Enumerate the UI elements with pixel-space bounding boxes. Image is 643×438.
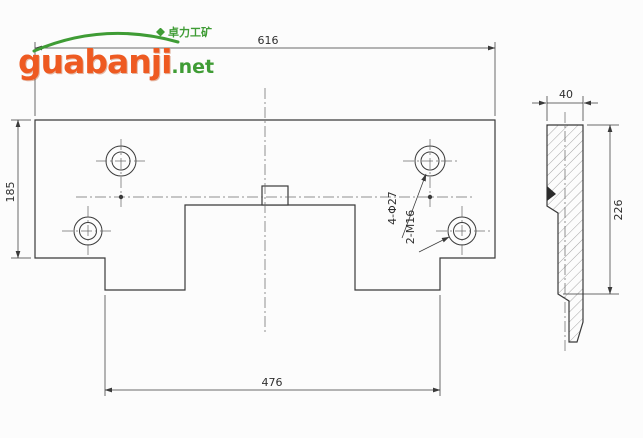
dimension-side-height: 226 <box>563 124 625 295</box>
dimension-top-width: 616 <box>34 34 496 116</box>
center-tab <box>261 185 289 206</box>
leader-line <box>418 236 450 253</box>
logo-swoosh-icon <box>32 31 180 53</box>
dim-476-label: 476 <box>262 376 283 389</box>
side-view: 40 226 <box>532 88 625 352</box>
front-view: 616 185 476 4-Φ27 2-M16 <box>4 34 496 396</box>
logo-tld-text: .net <box>171 56 215 78</box>
leader-line <box>401 173 427 239</box>
dim-226-label: 226 <box>612 200 625 221</box>
hole-inner-circle <box>420 151 440 171</box>
part-outline <box>34 119 496 291</box>
dimension-side-width: 40 <box>532 88 598 121</box>
reference-dot-right <box>427 194 433 200</box>
centerlines <box>62 88 490 334</box>
logo-tagline: 卓力工矿 <box>156 24 212 40</box>
side-notch <box>547 186 556 201</box>
reference-dot-left <box>118 194 124 200</box>
dim-616-label: 616 <box>258 34 279 47</box>
logo-brand-text: guabanji <box>18 42 172 81</box>
logo-text-row: guabanji.net <box>18 42 214 81</box>
callout-threads-label: 2-M16 <box>404 210 417 244</box>
logo-tagline-text: 卓力工矿 <box>168 26 212 39</box>
hole-callouts: 4-Φ27 2-M16 <box>386 173 450 253</box>
callout-holes-label: 4-Φ27 <box>386 191 399 225</box>
dimension-left-height: 185 <box>4 119 31 259</box>
logo-leaf-icon <box>156 27 165 37</box>
dim-40-label: 40 <box>559 88 573 101</box>
dim-185-label: 185 <box>4 182 17 203</box>
dimension-bottom-width: 476 <box>104 295 441 396</box>
watermark-logo: 卓力工矿 guabanji.net <box>14 24 234 88</box>
